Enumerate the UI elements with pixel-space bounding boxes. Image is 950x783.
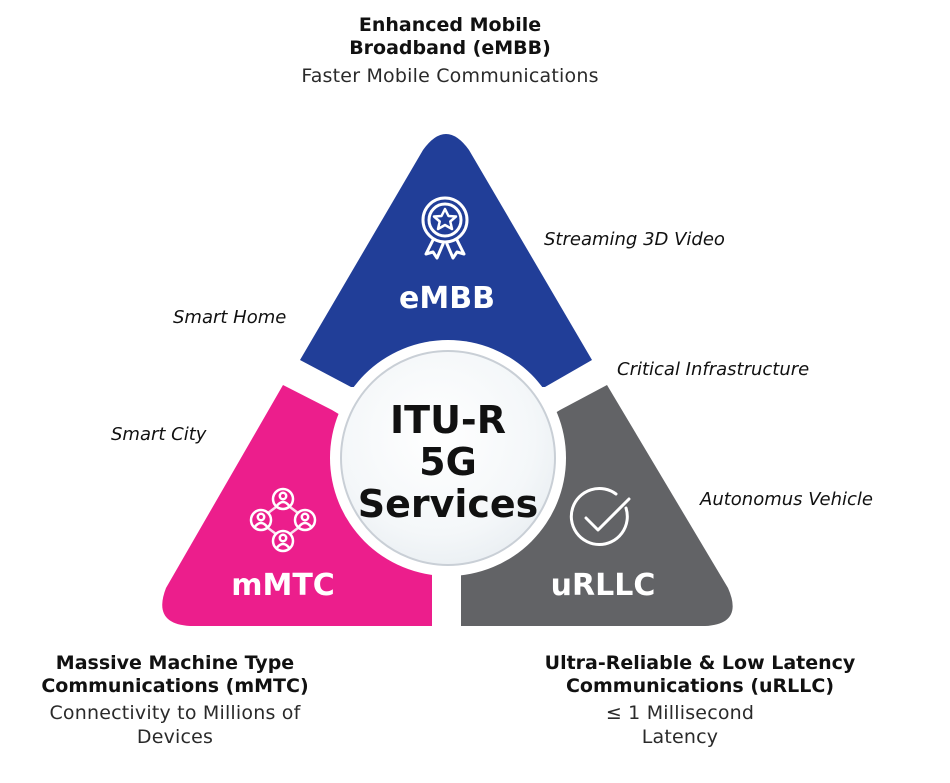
check-circle-icon [569, 486, 631, 546]
center-circle [340, 350, 556, 566]
embb-title-line1: Enhanced Mobile [358, 14, 542, 36]
urllc-description-line2: Latency [641, 726, 719, 748]
mmtc-description-line2: Devices [136, 726, 214, 748]
embb-label: eMBB [399, 281, 495, 316]
award-medal-star-icon [421, 196, 469, 260]
center-title-line1: ITU-R [390, 398, 506, 442]
network-users-icon [249, 487, 317, 553]
mmtc-title-line1: Massive Machine Type [55, 652, 295, 674]
embb-description: Faster Mobile Communications [301, 65, 599, 87]
urllc-title-line1: Ultra-Reliable & Low Latency [544, 652, 856, 674]
urllc-caption: Ultra-Reliable & Low Latency Communicati… [520, 652, 880, 749]
mmtc-description-line1: Connectivity to Millions of [49, 702, 301, 724]
center-title-line2: 5G [419, 440, 477, 484]
use-case-smart-home: Smart Home [173, 307, 287, 328]
mmtc-label: mMTC [231, 568, 335, 603]
mmtc-title-line2: Communications (mMTC) [41, 675, 309, 697]
urllc-label: uRLLC [551, 568, 656, 603]
center-title-line3: Services [358, 482, 539, 526]
embb-caption: Enhanced Mobile Broadband (eMBB) Faster … [240, 14, 660, 88]
use-case-autonomous-vehicle: Autonomus Vehicle [700, 489, 873, 510]
embb-segment [300, 134, 592, 387]
use-case-critical-infrastructure: Critical Infrastructure [617, 359, 810, 380]
urllc-description-line1: ≤ 1 Millisecond [605, 702, 755, 724]
embb-title-line2: Broadband (eMBB) [349, 37, 551, 59]
use-case-smart-city: Smart City [111, 424, 207, 445]
use-case-streaming-3d-video: Streaming 3D Video [544, 229, 725, 250]
urllc-title-line2: Communications (uRLLC) [565, 675, 835, 697]
mmtc-caption: Massive Machine Type Communications (mMT… [10, 652, 340, 749]
